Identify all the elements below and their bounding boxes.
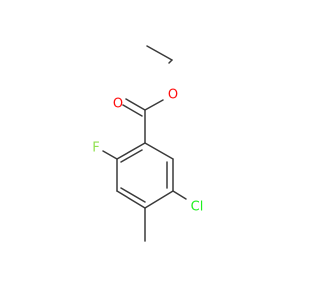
ring-bond-1 [116, 142, 146, 160]
bond-carbonyl-double-2 [122, 104, 143, 117]
bond-ring-f [102, 150, 118, 160]
bond-o-carbonyl-c [144, 99, 164, 111]
ring-bond-6 [144, 142, 174, 160]
chlorine-label: Cl [191, 200, 204, 215]
fluorine-label: F [92, 141, 99, 156]
ring-bond-3 [116, 190, 146, 209]
carbonyl-oxygen-label: O [113, 97, 123, 112]
bond-carbonyl-double-1 [125, 98, 146, 111]
bonds [102, 45, 187, 242]
bond-ethyl-ch3-ch2 [146, 45, 173, 61]
ring-bond-3-inner [120, 187, 146, 203]
bond-ethyl-ch2-o [168, 59, 173, 64]
atom-labels: O O F Cl [92, 88, 203, 215]
ring-bond-4 [144, 190, 174, 209]
ester-oxygen-label: O [168, 88, 178, 103]
molecule-structure: O O F Cl [92, 45, 203, 242]
ring-bond-1-inner [120, 149, 143, 163]
bond-ring-cl [172, 190, 187, 200]
